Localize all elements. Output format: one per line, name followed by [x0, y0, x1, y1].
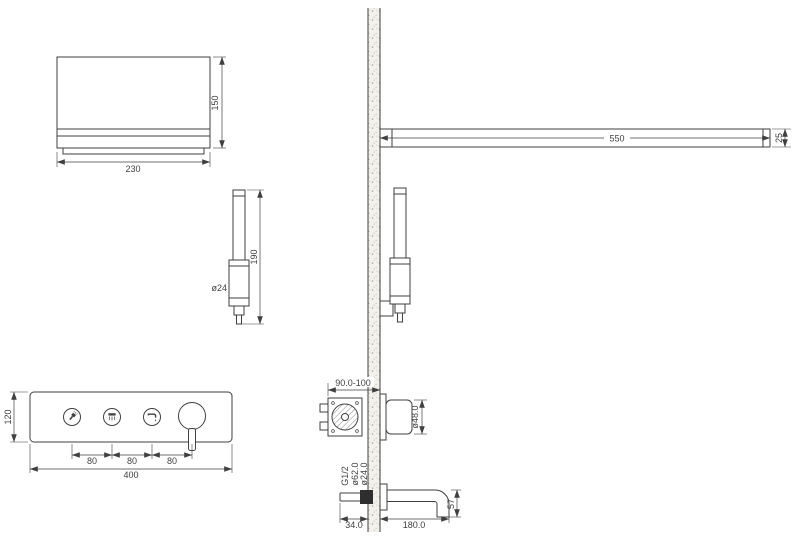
dim-panel-height: 120 — [3, 391, 28, 443]
valve-inlet-stub — [319, 421, 329, 431]
dim-label-arm-length: 550 — [609, 134, 624, 144]
dim-arm-length: 550 — [379, 134, 771, 144]
dim-overhead-width: 230 — [56, 152, 211, 174]
dim-label-installation-depth: 90.0-100 — [335, 378, 371, 388]
dim-label-spacing-2: 80 — [127, 456, 137, 466]
dim-label-panel-height: 120 — [3, 409, 13, 424]
temperature-knob — [178, 402, 206, 430]
overhead-shower-icon — [108, 413, 116, 421]
valve-screw — [355, 401, 359, 405]
hand-shower-wall-bracket — [379, 300, 394, 317]
hand-shower-nozzle — [394, 303, 406, 314]
valve-screw — [331, 401, 335, 405]
dim-label-panel-width: 400 — [123, 470, 138, 480]
threaded-connector — [360, 490, 373, 504]
dim-panel-width: 400 — [29, 444, 233, 480]
dim-label-flange-diameter: ø62.0 — [350, 462, 360, 485]
dim-label-overhead-height: 150 — [210, 95, 220, 110]
overhead-shower-body — [56, 56, 211, 149]
control-panel-body — [29, 391, 233, 443]
valve-screw — [355, 429, 359, 433]
hand-shower-icon — [69, 410, 78, 420]
dim-label-hand-shower-length: 190 — [249, 249, 259, 264]
hand-shower-nozzle-tip — [397, 312, 403, 323]
hand-shower-nozzle-tip — [236, 314, 242, 325]
hand-shower-left-view: ø24 190 — [211, 189, 264, 325]
valve-handle — [385, 399, 413, 435]
dim-label-spacing-1: 80 — [87, 456, 97, 466]
dim-label-hand-shower-diameter: ø24 — [211, 283, 227, 293]
hand-shower-handle — [232, 189, 246, 261]
spout-flange — [379, 483, 388, 511]
diverter-button-3 — [143, 408, 161, 426]
hand-shower-head — [228, 259, 250, 307]
spout-icon — [147, 413, 157, 422]
spout-body — [386, 489, 450, 518]
valve-spindle — [341, 413, 349, 421]
dim-spout-length: 180.0 — [379, 516, 450, 530]
overhead-shower-spray-face — [62, 147, 205, 155]
dim-label-spout-length: 180.0 — [403, 520, 426, 530]
wall-section — [367, 8, 381, 532]
dim-hand-shower-length: 190 — [242, 189, 264, 325]
valve-inlet-stub — [319, 403, 329, 413]
shower-arm-view: 550 25 — [379, 128, 791, 148]
dim-handle-diameter: ø48.0 — [410, 399, 427, 435]
overhead-shower-view: 150 230 — [56, 56, 226, 174]
dim-label-spout-inlet: 34.0 — [345, 520, 363, 530]
dim-overhead-height: 150 — [210, 56, 226, 149]
dim-spout-drop: 57 — [446, 489, 461, 518]
valve-screw — [331, 429, 335, 433]
wall-texture-fill — [368, 8, 380, 532]
label-spout-thread: G1/2 — [340, 466, 350, 486]
label-mask — [331, 377, 374, 387]
dim-label-handle-diameter: ø48.0 — [410, 405, 420, 428]
dim-button-spacing: 80 80 80 — [71, 444, 193, 466]
dim-label-pipe-diameter: ø24.0 — [359, 462, 369, 485]
dim-label-overhead-width: 230 — [125, 164, 140, 174]
dim-label-spacing-3: 80 — [167, 456, 177, 466]
hand-shower-head — [389, 257, 411, 305]
control-panel-view: 120 80 80 80 400 — [3, 391, 233, 480]
spout-view: G1/2 ø62.0 ø24.0 57 34.0 180.0 — [339, 462, 461, 530]
valve-escutcheon — [379, 393, 387, 441]
hand-shower-handle — [393, 187, 407, 259]
hand-shower-right-view — [379, 187, 411, 323]
dim-label-arm-height: 25 — [774, 133, 784, 143]
dim-spout-inlet: 34.0 — [339, 503, 369, 530]
dim-arm-height: 25 — [772, 128, 791, 148]
hand-shower-nozzle — [233, 305, 245, 316]
dim-label-spout-drop: 57 — [446, 499, 456, 509]
dim-installation-depth: 90.0-100 — [327, 378, 381, 396]
mixing-valve-view: 90.0-100 ø48.0 — [319, 377, 427, 441]
